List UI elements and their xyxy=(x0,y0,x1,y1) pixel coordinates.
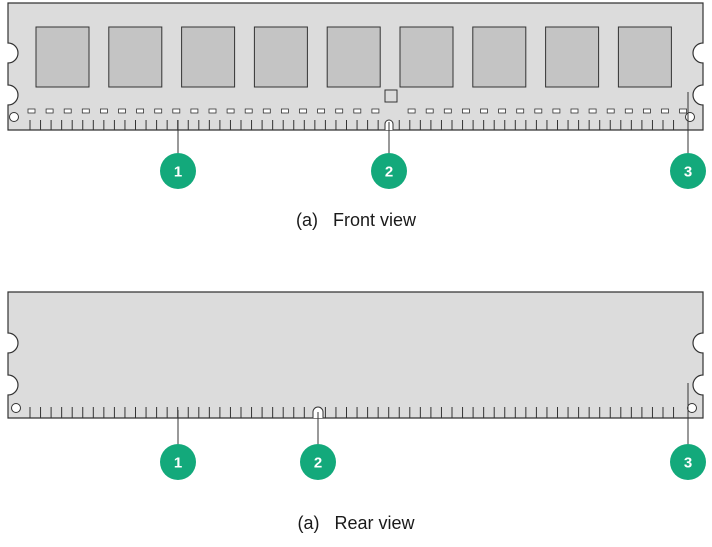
contact-pad xyxy=(335,108,344,114)
contact-pad xyxy=(534,108,543,114)
contact-pad xyxy=(588,108,597,114)
front-caption-label: (a) xyxy=(295,210,318,230)
contact-pad xyxy=(661,108,669,114)
contact-pad xyxy=(516,108,525,114)
contact-pad xyxy=(100,108,108,114)
memory-chip xyxy=(253,26,308,88)
callout-badge xyxy=(670,153,706,189)
contact-pad xyxy=(190,108,199,114)
contact-pad xyxy=(154,108,163,114)
contact-pad xyxy=(480,108,488,114)
contact-pad xyxy=(353,108,362,114)
callout-badge xyxy=(160,444,196,480)
rear-left-hole xyxy=(11,403,21,413)
contact-pad xyxy=(570,108,579,114)
contact-pad xyxy=(407,108,416,114)
contact-pad xyxy=(81,108,90,114)
front-memory-chips xyxy=(35,26,672,88)
rear-view-module xyxy=(7,291,704,419)
rear-callouts: 1 2 3 xyxy=(160,383,706,480)
rear-caption-label: (a) xyxy=(297,513,320,533)
front-callout-3-label: 3 xyxy=(684,164,692,181)
contact-pad xyxy=(461,108,470,114)
front-left-hole xyxy=(9,112,19,122)
memory-chip xyxy=(108,26,163,88)
contact-pad xyxy=(118,108,126,114)
rear-view-caption: (a) Rear view xyxy=(0,513,712,534)
contact-pad xyxy=(172,108,181,114)
contact-pad xyxy=(679,108,687,114)
rear-callout-2: 2 xyxy=(300,444,336,480)
contact-pad xyxy=(244,108,253,114)
contact-pad xyxy=(136,108,145,114)
front-gold-fingers xyxy=(29,120,675,130)
front-view-caption: (a) Front view xyxy=(0,210,712,231)
rear-callout-1-label: 1 xyxy=(174,455,182,472)
memory-chip xyxy=(35,26,90,88)
contact-pad xyxy=(606,108,615,114)
contact-pad xyxy=(280,108,289,114)
front-callout-1: 1 xyxy=(160,153,196,189)
front-contact-pads xyxy=(27,108,687,114)
contact-pad xyxy=(226,108,235,114)
front-caption-text: Front view xyxy=(332,210,417,230)
memory-chip xyxy=(545,26,600,88)
contact-pad xyxy=(624,108,633,114)
rear-callout-3: 3 xyxy=(670,444,706,480)
contact-pad xyxy=(27,108,36,114)
memory-chip xyxy=(181,26,236,88)
rear-callout-2-label: 2 xyxy=(314,455,322,472)
contact-pad xyxy=(63,108,72,114)
contact-pad xyxy=(498,108,507,114)
front-right-hole xyxy=(685,112,695,122)
memory-chip xyxy=(617,26,672,88)
rear-gold-fingers xyxy=(29,407,675,418)
front-callout-1-label: 1 xyxy=(174,164,182,181)
front-callout-2-label: 2 xyxy=(385,164,393,181)
contact-pad xyxy=(643,108,651,114)
contact-pad xyxy=(262,108,271,114)
contact-pad xyxy=(552,108,561,114)
front-key-marker xyxy=(384,89,398,103)
front-callouts: 1 2 3 xyxy=(160,92,706,189)
callout-badge xyxy=(160,153,196,189)
front-callout-2: 2 xyxy=(371,153,407,189)
contact-pad xyxy=(371,108,380,114)
rear-caption-text: Rear view xyxy=(334,513,415,533)
contact-pad xyxy=(45,108,54,114)
rear-callout-3-label: 3 xyxy=(684,455,692,472)
contact-pad xyxy=(208,108,217,114)
contact-pad xyxy=(317,108,326,114)
rear-module-board xyxy=(7,291,704,419)
front-callout-3: 3 xyxy=(670,153,706,189)
memory-chip xyxy=(399,26,454,88)
contact-pad xyxy=(299,108,307,114)
front-view-module xyxy=(7,2,704,131)
contact-pad xyxy=(443,108,452,114)
rear-callout-1: 1 xyxy=(160,444,196,480)
rear-right-hole xyxy=(687,403,697,413)
memory-chip xyxy=(326,26,381,88)
callout-badge xyxy=(371,153,407,189)
callout-badge xyxy=(670,444,706,480)
callout-badge xyxy=(300,444,336,480)
memory-chip xyxy=(472,26,527,88)
contact-pad xyxy=(425,108,434,114)
